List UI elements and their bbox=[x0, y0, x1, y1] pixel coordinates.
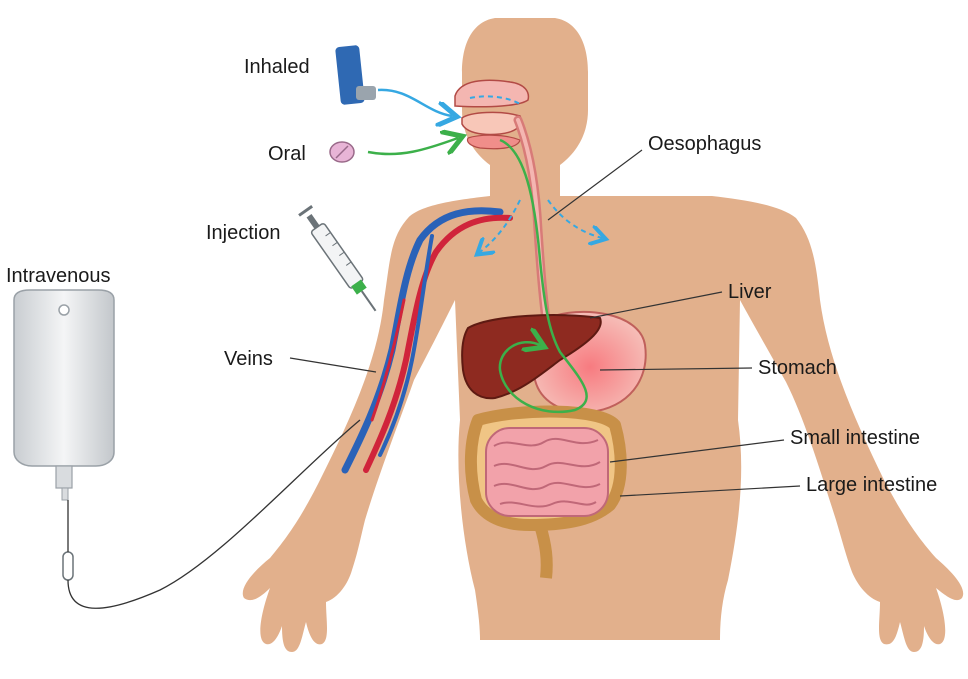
label-injection: Injection bbox=[206, 222, 281, 244]
label-oral: Oral bbox=[268, 143, 306, 165]
inhaled-spread-left bbox=[480, 199, 521, 252]
leader-oesophagus bbox=[547, 149, 643, 221]
label-small-intestine: Small intestine bbox=[790, 427, 921, 449]
leader-small-intestine bbox=[609, 439, 785, 463]
leader-veins bbox=[289, 357, 377, 373]
iv-tube bbox=[67, 419, 361, 609]
arm-blood-vessels bbox=[341, 207, 513, 474]
label-inhaled: Inhaled bbox=[244, 56, 310, 78]
small-intestine bbox=[485, 427, 609, 517]
label-stomach: Stomach bbox=[758, 357, 837, 379]
label-liver: Liver bbox=[728, 281, 772, 303]
label-large-intestine: Large intestine bbox=[806, 474, 938, 496]
iv-bag-icon bbox=[13, 289, 115, 581]
inhaled-nasal bbox=[469, 95, 521, 105]
leader-large-intestine bbox=[619, 485, 801, 497]
leader-lines bbox=[289, 149, 801, 497]
inhaled-path bbox=[377, 88, 452, 116]
leader-liver bbox=[589, 291, 723, 319]
label-veins: Veins bbox=[224, 348, 273, 370]
oral-path bbox=[367, 138, 458, 156]
oral-path-digestive bbox=[498, 138, 588, 414]
label-oesophagus: Oesophagus bbox=[648, 133, 762, 155]
pill-icon bbox=[329, 141, 355, 163]
liver bbox=[461, 314, 602, 400]
inhaler-icon bbox=[335, 45, 376, 105]
syringe-icon bbox=[298, 205, 377, 312]
label-intravenous: Intravenous bbox=[6, 265, 111, 287]
leader-stomach bbox=[599, 367, 753, 371]
